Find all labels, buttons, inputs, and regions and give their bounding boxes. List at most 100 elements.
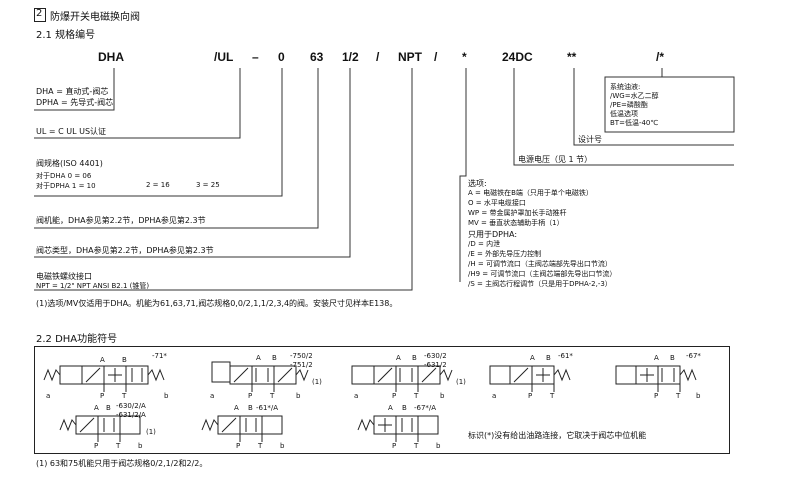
symbol-2-port-b: B <box>272 354 277 362</box>
symbol-6-sol-b: b <box>138 442 143 450</box>
seal-pe: /PE=磷酸酯 <box>610 101 648 109</box>
symbol-3-port-b: B <box>412 354 417 362</box>
symbol-7-port-a: A <box>234 404 239 412</box>
code-voltage: 24DC <box>502 50 533 64</box>
symbol-6-port-p: P <box>94 442 99 450</box>
symbol-3-label: -630/2 <box>424 352 447 360</box>
code-slash-2: / <box>434 50 438 64</box>
symbol-6-note: (1) <box>146 428 156 436</box>
symbol-8-port-b: B <box>402 404 407 412</box>
section-number-box <box>34 8 46 22</box>
dpha-option-h9: /H9 = 可调节流口（主阀芯端部先导出口节流） <box>468 270 617 278</box>
symbol-1-graphic <box>43 365 165 392</box>
symbol-2-sol-b: b <box>296 392 301 400</box>
symbols-frame <box>34 346 730 454</box>
symbol-2-label: -750/2 <box>290 352 313 360</box>
symbol-8-label: -67*/A <box>414 404 437 412</box>
symbol-3-port-p: P <box>392 392 397 400</box>
symbol-2-port-t: T <box>270 392 275 400</box>
dpha-option-d: /D = 内泄 <box>468 240 501 248</box>
symbol-7-graphic <box>201 415 283 442</box>
symbol-3-sol-a: a <box>354 392 359 400</box>
symbol-8-port-t: T <box>414 442 419 450</box>
symbol-4-port-p: P <box>528 392 533 400</box>
option-wp: WP = 带金属护罩加长手动推杆 <box>468 209 567 217</box>
symbol-8-port-p: P <box>392 442 397 450</box>
dpha-desc: DPHA = 先导式-阀芯 <box>36 98 114 107</box>
symbol-5-port-t: T <box>676 392 681 400</box>
symbol-8-port-a: A <box>388 404 393 412</box>
symbol-6-label-alt: -631/2/A <box>116 411 146 419</box>
seal-wg: /WG=水乙二醇 <box>610 92 659 100</box>
spool-desc: 阀芯类型，DHA参见第2.2节，DPHA参见第2.3节 <box>36 246 214 255</box>
symbol-2-port-p: P <box>248 392 253 400</box>
symbol-2-note: (1) <box>312 378 322 386</box>
symbols-footnote: (1) 63和75机能只用于阀芯规格0/2,1/2和2/2。 <box>36 459 208 468</box>
symbol-4-sol-a: a <box>492 392 497 400</box>
symbol-1-sol-b: b <box>164 392 169 400</box>
dha-desc: DHA = 直动式-阀芯 <box>36 87 109 96</box>
dpha-option-e: /E = 外部先导压力控制 <box>468 250 542 258</box>
symbol-7-sol-b: b <box>280 442 285 450</box>
dpha-option-h: /H = 可调节流口（主阀芯端部先导出口节流） <box>468 260 612 268</box>
symbol-7-port-b: B <box>248 404 253 412</box>
footnote-mv: (1)选项/MV仅适用于DHA。机能为61,63,71,阀芯规格0,0/2,1,… <box>36 299 398 308</box>
symbol-7-label: -61*/A <box>256 404 279 412</box>
section-title: 防爆开关电磁换向阀 <box>50 12 140 23</box>
symbol-4-label: -61* <box>558 352 573 360</box>
code-options: * <box>462 50 467 64</box>
symbol-5-port-p: P <box>654 392 659 400</box>
symbol-4-graphic <box>489 365 571 392</box>
size-dpha: 对于DPHA 1 = 10 <box>36 182 96 190</box>
subsection-title-2-2: 2.2 DHA功能符号 <box>36 334 118 345</box>
symbol-2-label-alt: -751/2 <box>290 361 313 369</box>
thread-title: 电磁铁螺纹接口 <box>36 272 92 281</box>
code-size: 0 <box>278 50 285 64</box>
symbol-5-graphic <box>615 365 697 392</box>
size-dha: 对于DHA 0 = 06 <box>36 172 92 180</box>
symbol-5-label: -67* <box>686 352 701 360</box>
symbol-3-note: (1) <box>456 378 466 386</box>
symbol-5-sol-b: b <box>696 392 701 400</box>
symbol-1-port-t: T <box>122 392 127 400</box>
symbol-1-sol-a: a <box>46 392 51 400</box>
code-spool: 1/2 <box>342 50 359 64</box>
symbol-5-port-b: B <box>670 354 675 362</box>
option-o: O = 水平电缆接口 <box>468 199 526 207</box>
code-npt: NPT <box>398 50 422 64</box>
seal-low: 低温选项 <box>610 110 638 118</box>
symbol-1-port-a: A <box>100 356 105 364</box>
symbol-3-sol-b: b <box>440 392 445 400</box>
size-dpha-16: 2 = 16 <box>146 181 170 189</box>
dpha-options-title: 只用于DPHA: <box>468 230 518 239</box>
symbol-4-port-b: B <box>546 354 551 362</box>
symbol-6-port-b: B <box>106 404 111 412</box>
symbol-6-port-t: T <box>116 442 121 450</box>
ul-desc: UL = C UL US认证 <box>36 127 107 136</box>
voltage-label: 电源电压（见 1 节） <box>518 155 593 164</box>
thread-value: NPT = 1/2" NPT ANSI B2.1 (锥管) <box>36 282 150 290</box>
options-title: 选项: <box>468 179 487 188</box>
symbol-6-port-a: A <box>94 404 99 412</box>
symbol-7-port-t: T <box>258 442 263 450</box>
code-slash-1: / <box>376 50 380 64</box>
option-a: A = 电磁铁在B端（只用于单个电磁铁） <box>468 189 593 197</box>
option-mv: MV = 垂直状态辅助手柄（1） <box>468 219 564 227</box>
symbol-2-port-a: A <box>256 354 261 362</box>
symbol-4-port-a: A <box>530 354 535 362</box>
design-label: 设计号 <box>578 135 602 144</box>
code-design: ** <box>567 50 577 64</box>
subsection-title-2-1: 2.1 规格编号 <box>36 30 96 41</box>
symbol-8-sol-b: b <box>436 442 441 450</box>
symbol-2-sol-a: a <box>210 392 215 400</box>
symbol-6-label: -630/2/A <box>116 402 146 410</box>
function-desc: 阀机能，DHA参见第2.2节，DPHA参见第2.3节 <box>36 216 206 225</box>
symbol-1-port-p: P <box>100 392 105 400</box>
code-seals: /* <box>656 50 665 64</box>
symbol-3-port-t: T <box>414 392 419 400</box>
code-function: 63 <box>310 50 324 64</box>
symbol-8-graphic <box>357 415 439 442</box>
dpha-option-s: /S = 主阀芯行程调节（只是用于DPHA-2,-3） <box>468 280 612 288</box>
